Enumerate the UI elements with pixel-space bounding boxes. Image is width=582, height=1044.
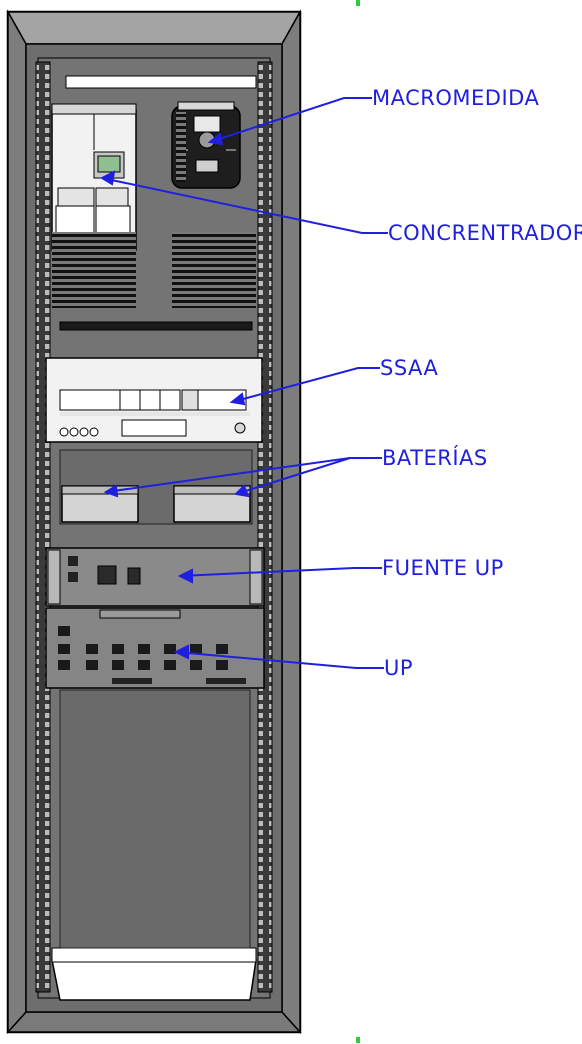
vent-grill-left — [52, 232, 136, 308]
macromedida-meter — [171, 101, 241, 189]
label-up: UP — [384, 656, 414, 680]
label-concentrador: CONCRENTRADOR — [388, 221, 582, 245]
vent-grill-top-right — [176, 112, 186, 182]
leader-macromedida — [209, 97, 372, 143]
battery-right — [173, 485, 251, 523]
tray-bar — [59, 321, 253, 331]
top-marker — [356, 0, 360, 6]
arrowhead-baterias-right — [233, 484, 250, 498]
concentrador-unit — [51, 103, 137, 251]
leader-ssaa — [231, 367, 380, 403]
left-rack-rail — [35, 61, 51, 993]
vent-grill-right — [172, 232, 256, 308]
label-ssaa: SSAA — [380, 356, 439, 380]
bottom-marker — [356, 1037, 360, 1043]
arrowhead-macromedida — [207, 132, 224, 146]
ssaa-panel — [45, 357, 263, 443]
up-unit — [45, 607, 265, 689]
right-rack-rail — [257, 61, 273, 993]
empty-rack-space — [59, 689, 251, 949]
arrowhead-ssaa — [229, 392, 246, 406]
label-macromedida: MACROMEDIDA — [372, 86, 540, 110]
cabinet-base — [51, 947, 257, 1001]
label-fuente-up: FUENTE UP — [382, 556, 504, 580]
leader-concentrador — [101, 177, 388, 234]
leader-fuente-up — [179, 567, 382, 577]
arrowhead-baterias-left — [103, 484, 119, 498]
fuente-up-unit — [45, 547, 265, 607]
battery-left — [61, 485, 139, 523]
label-baterias: BATERÍAS — [382, 446, 488, 470]
leader-up — [175, 651, 384, 669]
arrowhead-concentrador — [99, 170, 116, 186]
top-light-strip — [65, 75, 257, 89]
arrowhead-fuente-up — [177, 568, 193, 584]
leader-baterias-right — [235, 457, 351, 495]
arrowhead-up — [173, 644, 189, 660]
